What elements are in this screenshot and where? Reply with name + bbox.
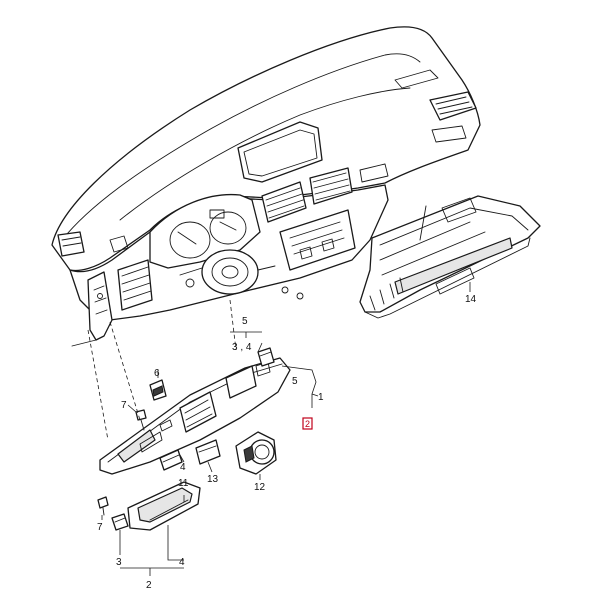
clip-part-4 [159, 449, 183, 471]
label-4-bottom: 4 [179, 557, 185, 568]
clip-part-3-4 [257, 347, 275, 367]
callout-labels: 14 5 3 , 4 5 1 6 7 4 13 11 12 7 3 4 2 2 [97, 294, 477, 591]
label-12: 12 [254, 482, 266, 493]
part-6 [149, 379, 167, 401]
label-11: 11 [178, 478, 189, 489]
dashboard-panel [51, 26, 481, 347]
clip-part-3 [111, 513, 129, 531]
label-6: 6 [154, 368, 160, 379]
label-3-4: 3 , 4 [232, 342, 252, 353]
label-2: 2 [146, 580, 152, 591]
bolt-part-7-lower [97, 496, 109, 516]
label-3: 3 [116, 557, 122, 568]
label-7-lower: 7 [97, 522, 103, 533]
highlighted-label-2-text: 2 [305, 419, 310, 429]
label-1: 1 [318, 392, 324, 403]
highlighted-label-2: 2 [302, 417, 313, 430]
label-4-right: 4 [180, 462, 186, 473]
label-13: 13 [207, 474, 219, 485]
label-5-top: 5 [242, 316, 248, 327]
leader-lines [87, 282, 471, 576]
lower-cover-part-2 [127, 481, 201, 531]
part-13 [195, 439, 221, 465]
label-7-upper: 7 [121, 400, 127, 411]
label-14: 14 [465, 294, 477, 305]
glovebox-part-14 [359, 195, 541, 319]
switch-part-12 [235, 431, 277, 475]
bolt-part-7-upper [135, 409, 147, 431]
lower-trim-panel-part-1 [99, 357, 291, 475]
label-5-right: 5 [292, 376, 298, 387]
